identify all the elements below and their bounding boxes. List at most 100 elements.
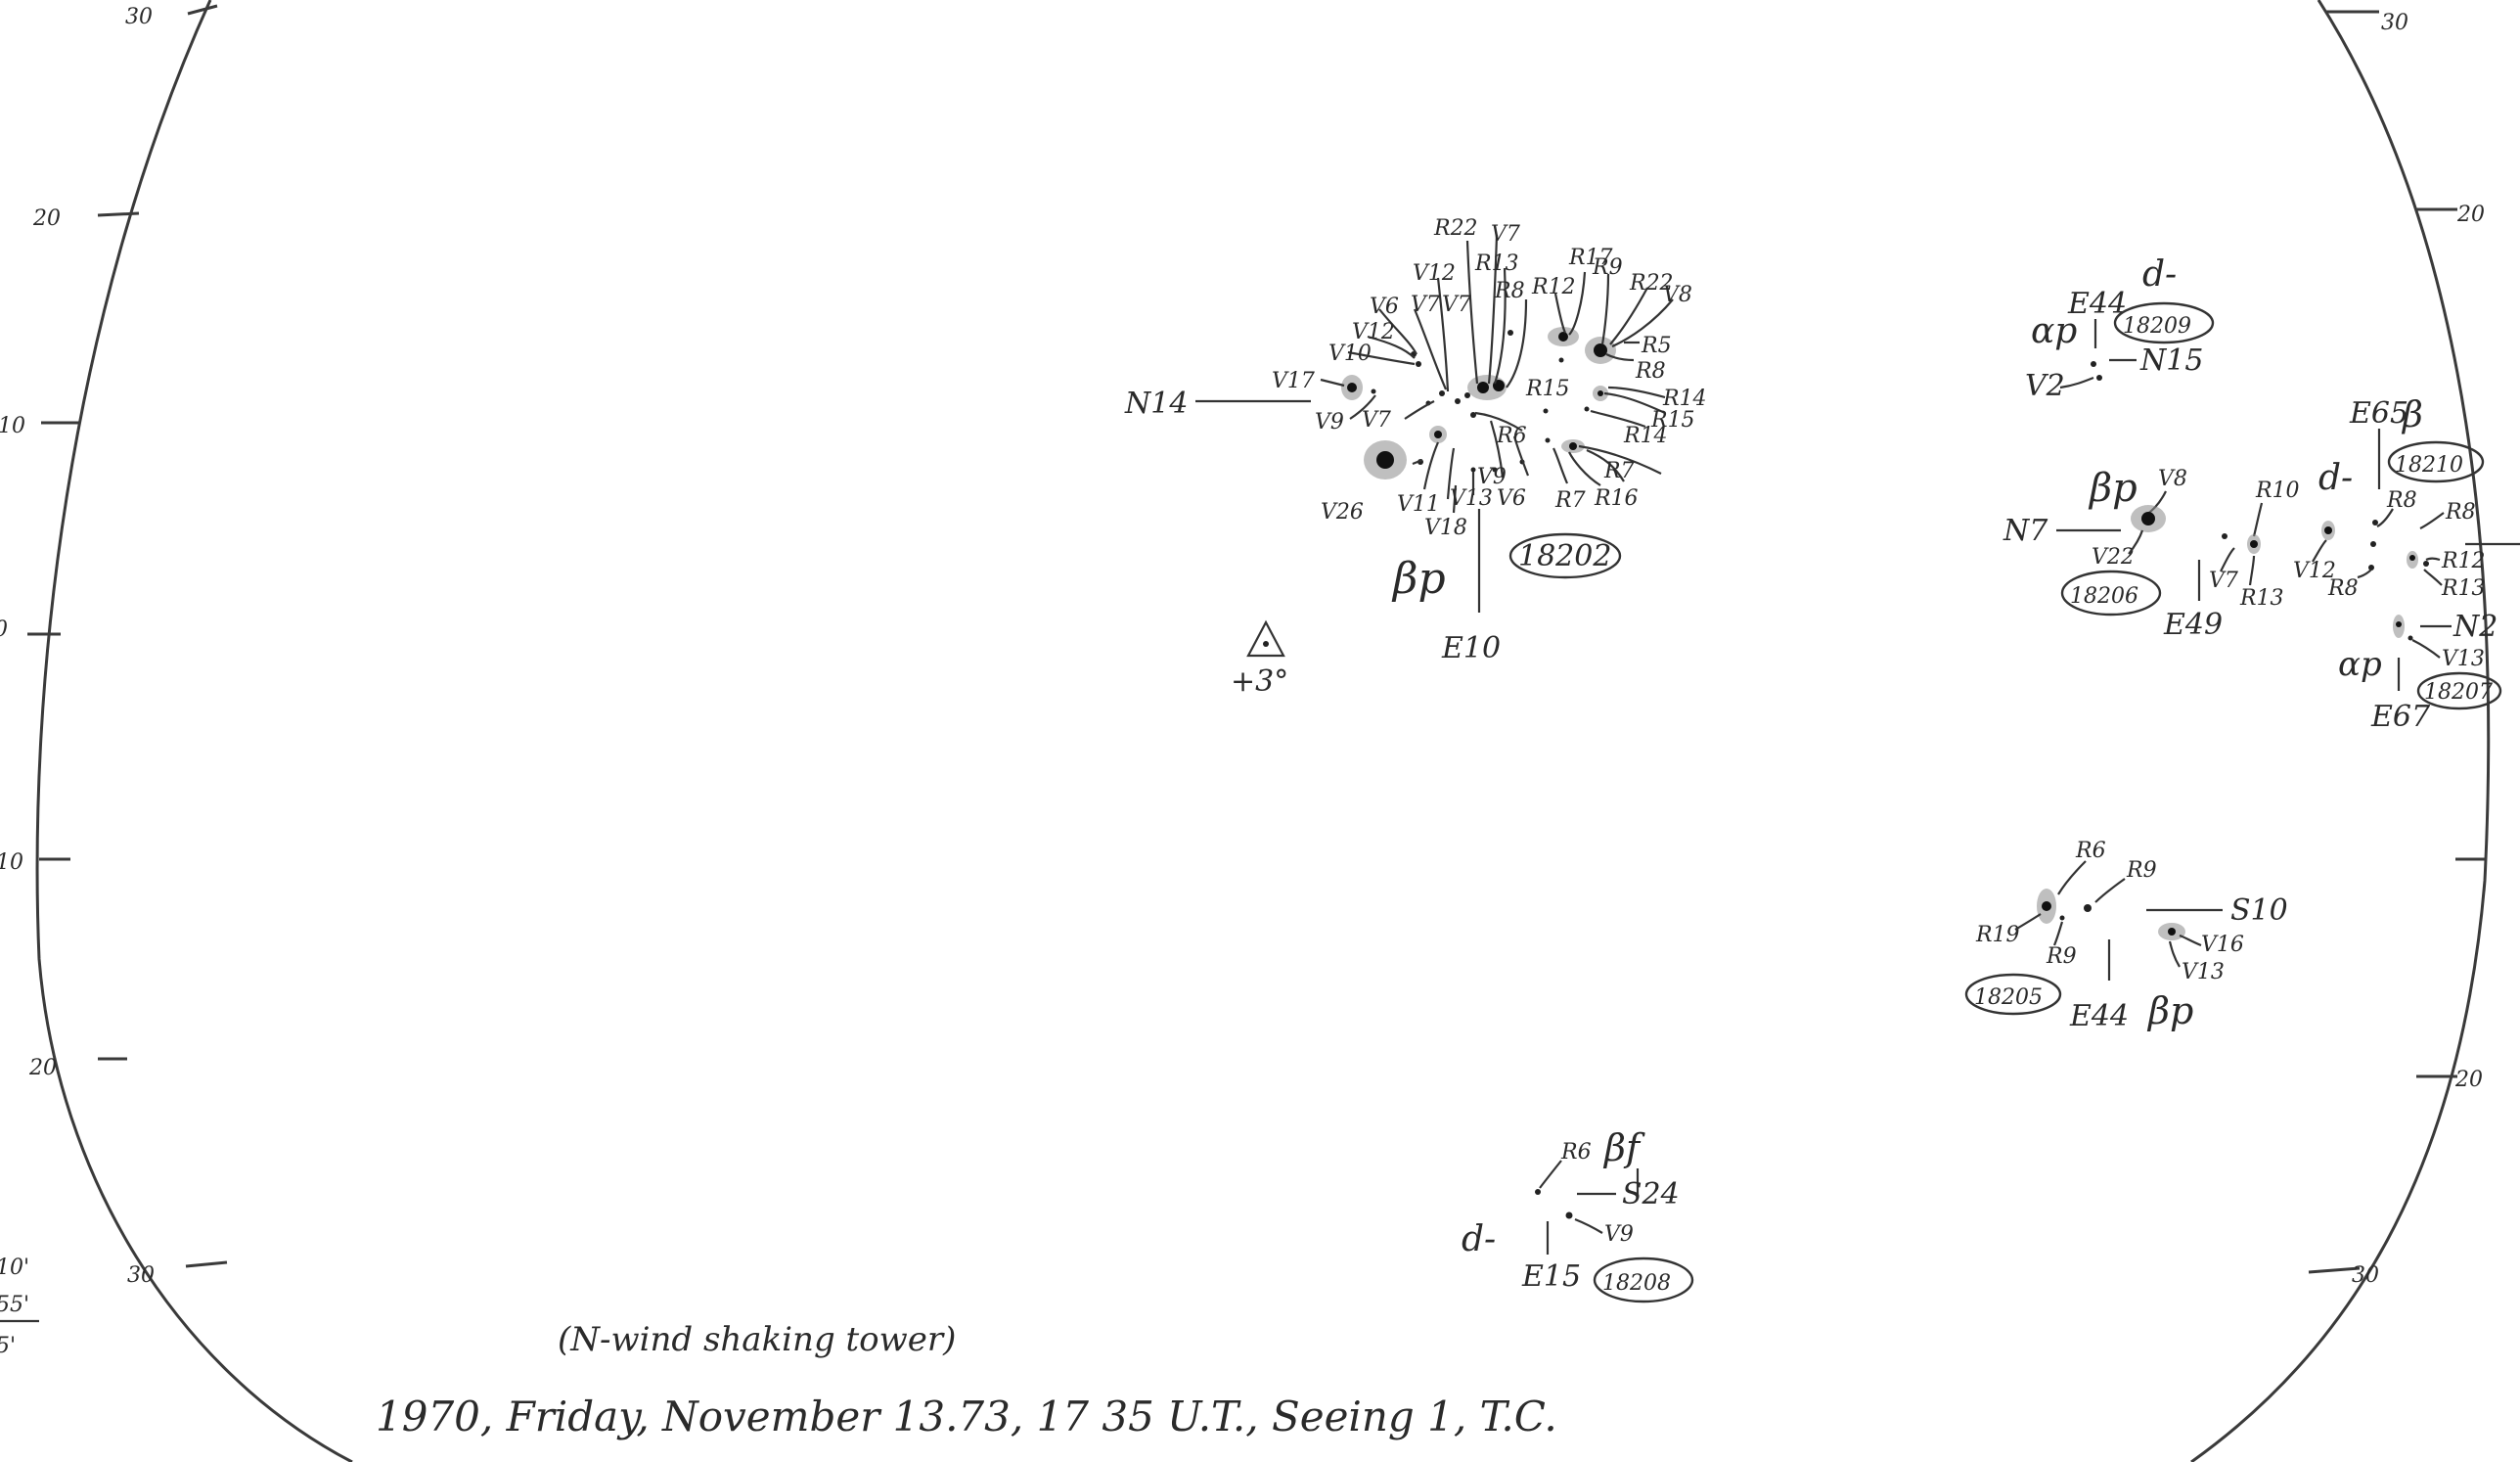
lat-tick-label: 30 <box>2381 11 2408 35</box>
spot-umbra <box>1376 451 1394 469</box>
region-number-oval <box>1593 1256 1694 1303</box>
region-number-oval <box>2113 301 2215 344</box>
spot-label: R6 <box>1496 424 1527 448</box>
spot-label: V16 <box>2201 933 2244 957</box>
spot-umbra <box>1347 383 1357 392</box>
lat-tick-label: 30 <box>2352 1263 2379 1288</box>
spot-label: V7 <box>2209 569 2238 593</box>
class-label: βp <box>1391 554 1446 604</box>
spot-dot <box>1543 408 1549 414</box>
sunspot-group-18208: R6 βf S24 V9 d- E15 18208 <box>1462 1126 1694 1303</box>
offset-label-E44: E44 <box>2069 999 2129 1033</box>
spot-label: V17 <box>1272 369 1315 393</box>
class-label: β <box>2401 395 2423 435</box>
class-extra-label: d- <box>2142 254 2177 295</box>
spot-label: R5 <box>1641 334 1672 358</box>
spot-umbra <box>1558 332 1568 342</box>
spot-dot <box>1508 330 1513 336</box>
spot-label: R8 <box>2327 576 2359 601</box>
observation-caption: 1970, Friday, November 13.73, 17 35 U.T.… <box>376 1393 1557 1440</box>
spot-label: V6 <box>1370 295 1399 319</box>
offset-label-E44: E44 <box>2067 287 2127 321</box>
edge-fragment: 55' <box>0 1293 29 1317</box>
spot-dot <box>1558 357 1564 363</box>
spot-label: R8 <box>1635 359 1666 384</box>
sunspot-group-18210: E65 β d- 18210 R8 R8 R12 R13 R8 V12 <box>2293 395 2520 601</box>
spot-dot <box>1439 390 1445 396</box>
lat-tick-label: 20 <box>2454 1068 2483 1092</box>
spot-label: V9 <box>1604 1222 1634 1247</box>
offset-label-E49: E49 <box>2163 608 2223 642</box>
spot-label: R22 <box>1629 271 1674 296</box>
spot-label: V9 <box>1477 465 1507 489</box>
spot-label: V12 <box>2293 559 2336 583</box>
spot-label: V7 <box>1491 222 1520 247</box>
region-number: 18205 <box>1974 985 2043 1010</box>
spot-label: V7 <box>1362 408 1391 433</box>
spot-umbra <box>1477 382 1489 393</box>
class-extra-label: d- <box>1462 1219 1496 1259</box>
spot-umbra <box>1434 431 1442 438</box>
region-number-oval <box>2060 570 2162 617</box>
spot-umbra <box>1598 390 1603 396</box>
right-latitude-scale: 30 20 20 30 <box>2308 10 2485 1288</box>
offset-label-E65: E65 <box>2349 396 2408 431</box>
region-number: 18209 <box>2123 314 2191 339</box>
spot-dot <box>1545 437 1551 443</box>
wind-note: (N-wind shaking tower) <box>558 1320 956 1359</box>
spot-label: V12 <box>1413 261 1456 286</box>
spot-label: V13 <box>2442 647 2485 671</box>
spot-label: V18 <box>1424 516 1467 540</box>
pole-angle-label: +3° <box>1231 664 1288 699</box>
spot-label: V7 <box>1442 293 1471 317</box>
spot-label: R12 <box>2441 549 2486 573</box>
lat-tick-label: 30 <box>125 5 153 29</box>
edge-fragments: 10' 55' 5' <box>0 1256 39 1358</box>
class-label: βp <box>2088 466 2138 511</box>
spot-label: V2 <box>2025 369 2065 403</box>
spot-label: R14 <box>1623 424 1668 448</box>
lat-tick-label: 0 <box>0 617 8 642</box>
spot-label: R19 <box>1975 923 2020 947</box>
spot-label: R22 <box>1433 216 1478 241</box>
region-number: 18207 <box>2424 680 2493 705</box>
spot-label: R15 <box>1525 377 1570 401</box>
offset-label-N15: N15 <box>2139 343 2203 378</box>
spot-label: R17 <box>1568 246 1613 270</box>
spot-label: R8 <box>2386 488 2417 513</box>
region-number-oval <box>2387 440 2485 483</box>
class-label: βp <box>2146 989 2193 1032</box>
spot-label: V8 <box>2158 467 2187 491</box>
solar-limb-right <box>2190 0 2491 1462</box>
spot-dot <box>1584 406 1590 412</box>
region-number: 18202 <box>1518 539 1611 573</box>
lat-tick-label: 10 <box>0 850 23 875</box>
offset-label-E10: E10 <box>1441 631 1501 665</box>
spot-dot <box>1371 388 1376 394</box>
spot-label: V12 <box>1352 320 1395 344</box>
spot-label: R8 <box>2445 500 2476 525</box>
spot-label: R9 <box>1592 255 1623 280</box>
solar-limb-left <box>35 0 353 1462</box>
region-number-oval <box>1508 532 1622 579</box>
offset-label-E15: E15 <box>1521 1259 1581 1294</box>
offset-label-S10: S10 <box>2230 893 2288 928</box>
edge-fragment: 5' <box>0 1334 16 1358</box>
spot-dot <box>1455 398 1461 404</box>
lat-tick-label: 10 <box>0 414 25 438</box>
spot-dot <box>1470 467 1476 473</box>
spot-label: R8 <box>1494 279 1525 303</box>
spot-label: R7 <box>1603 459 1635 483</box>
spot-label: V26 <box>1321 500 1364 525</box>
spot-dot <box>1470 412 1476 418</box>
spot-label: R9 <box>2046 944 2077 969</box>
sunspot-group-18205: R6 R9 R19 R9 S10 V16 V13 18205 E44 βp <box>1964 839 2288 1033</box>
spot-label: R7 <box>1554 488 1586 513</box>
spot-umbra <box>1594 343 1607 357</box>
triangle-icon <box>1246 619 1285 658</box>
spot-label: V9 <box>1315 410 1344 434</box>
spot-label: R13 <box>1474 251 1519 276</box>
region-number: 18206 <box>2070 584 2138 609</box>
spot-label: V13 <box>2182 960 2225 984</box>
